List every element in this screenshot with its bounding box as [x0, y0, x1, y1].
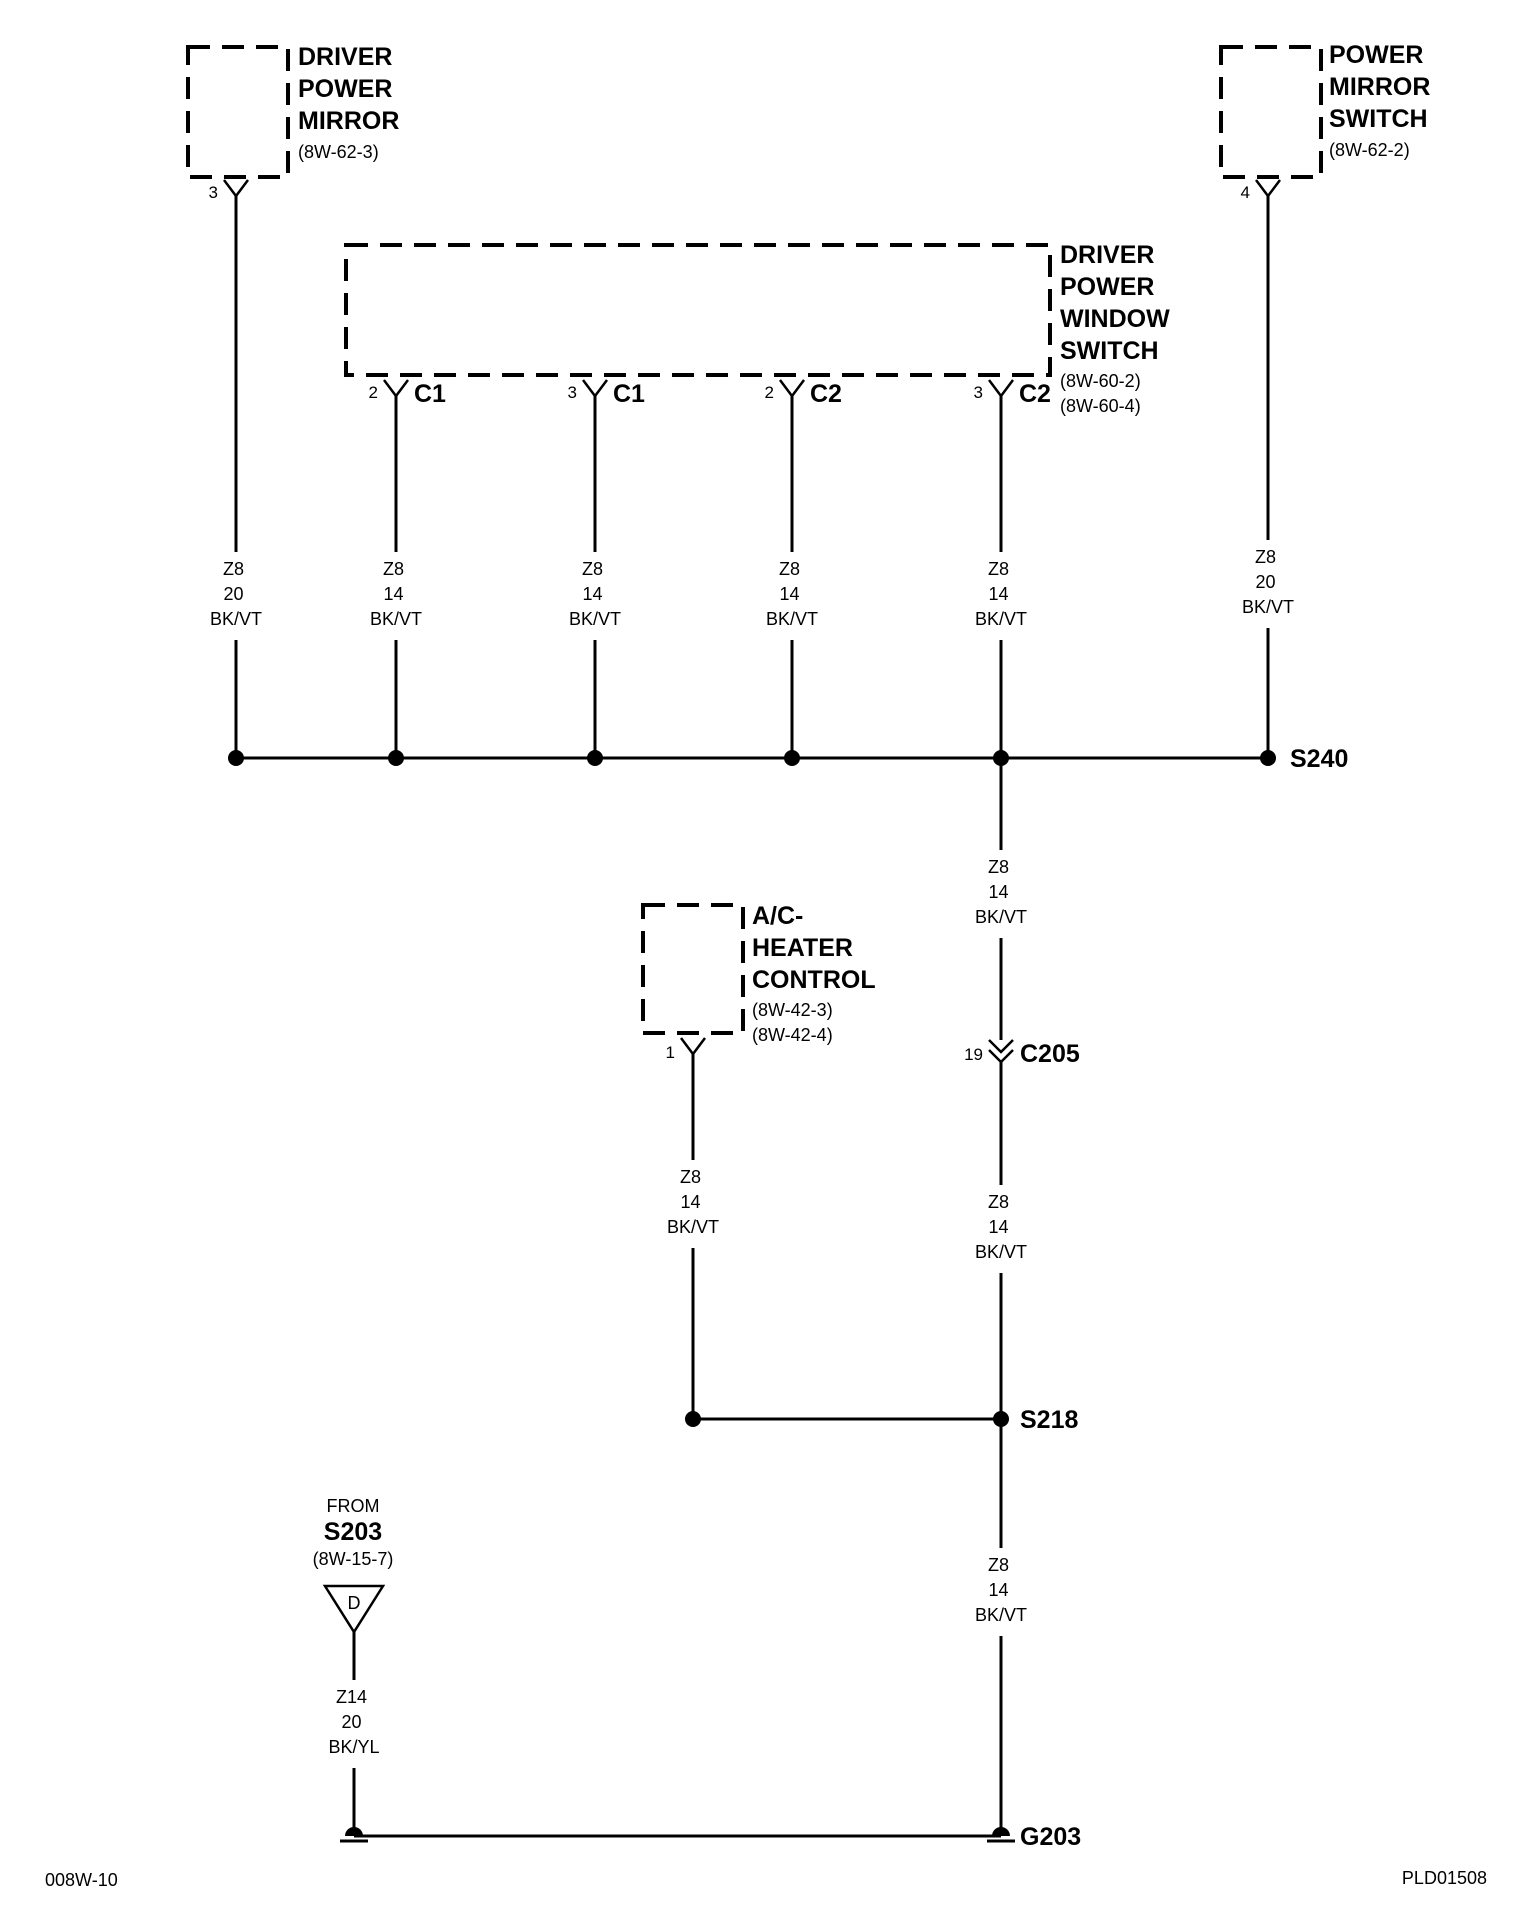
pin-label-mirror-switch: 4	[1241, 183, 1250, 202]
from-label: FROM	[327, 1496, 380, 1516]
connector-label-window-2: C1	[613, 380, 645, 408]
splice-dot-s240	[1260, 750, 1276, 766]
driver-power-mirror-title: DRIVER POWER MIRROR	[298, 43, 399, 135]
wire-label-window-3: Z8 14 BK/VT	[766, 559, 818, 629]
splice-dot-window-1	[388, 750, 404, 766]
terminal-mirror-switch-pin-4	[1255, 179, 1281, 199]
wire-label-s240-c205: Z8 14 BK/VT	[975, 857, 1027, 927]
splice-label-s240: S240	[1290, 745, 1348, 773]
wire-label-s203-feed: Z14 20 BK/YL	[328, 1687, 379, 1757]
pin-label-window-3: 2	[765, 383, 774, 402]
power-mirror-switch-box	[1219, 45, 1323, 179]
pin-label-ac-heater: 1	[666, 1043, 675, 1062]
connector-label-window-3: C2	[810, 380, 842, 408]
driver-power-window-switch-title: DRIVER POWER WINDOW SWITCH	[1060, 241, 1177, 365]
terminal-window-c1-pin-2	[383, 379, 409, 399]
driver-power-window-switch-ref-2: (8W-60-4)	[1060, 396, 1141, 416]
splice-dot-window-3	[784, 750, 800, 766]
footer-left-code: 008W-10	[45, 1870, 118, 1890]
connector-label-window-4: C2	[1019, 380, 1051, 408]
ac-heater-control-ref-1: (8W-42-3)	[752, 1000, 833, 1020]
footer-right-code: PLD01508	[1402, 1868, 1487, 1888]
terminal-driver-mirror-pin-3	[223, 179, 249, 199]
wire-label-s218-g203: Z8 14 BK/VT	[975, 1555, 1027, 1625]
wire-label-c205-s218: Z8 14 BK/VT	[975, 1192, 1027, 1262]
driver-power-window-switch-ref-1: (8W-60-2)	[1060, 371, 1141, 391]
terminal-ac-heater-pin-1	[680, 1037, 706, 1057]
connector-label-window-1: C1	[414, 380, 446, 408]
driver-power-mirror-box	[186, 45, 290, 179]
wire-label-window-1: Z8 14 BK/VT	[370, 559, 422, 629]
wire-label-window-4: Z8 14 BK/VT	[975, 559, 1027, 629]
power-mirror-switch-title: POWER MIRROR SWITCH	[1329, 41, 1437, 133]
pin-label-driver-mirror: 3	[209, 183, 218, 202]
terminal-window-c2-pin-3	[988, 379, 1014, 399]
pin-label-window-4: 3	[974, 383, 983, 402]
pin-label-window-1: 2	[369, 383, 378, 402]
inline-connector-name: C205	[1020, 1040, 1080, 1068]
from-splice-ref: (8W-15-7)	[313, 1549, 394, 1569]
terminal-window-c2-pin-2	[779, 379, 805, 399]
power-mirror-switch-ref: (8W-62-2)	[1329, 140, 1410, 160]
ac-heater-control-ref-2: (8W-42-4)	[752, 1025, 833, 1045]
pin-label-window-2: 3	[568, 383, 577, 402]
inline-connector-c205-symbol	[988, 1039, 1014, 1064]
driver-power-mirror-ref: (8W-62-3)	[298, 142, 379, 162]
splice-dot-window-2	[587, 750, 603, 766]
ac-heater-control-box	[641, 903, 745, 1035]
wire-label-window-2: Z8 14 BK/VT	[569, 559, 621, 629]
from-splice-name: S203	[324, 1518, 382, 1546]
ground-label-g203: G203	[1020, 1823, 1081, 1851]
splice-label-s218: S218	[1020, 1406, 1078, 1434]
wire-label-ac-heater: Z8 14 BK/VT	[667, 1167, 719, 1237]
from-splice-marker: D	[348, 1593, 361, 1613]
from-splice-triangle-icon	[322, 1584, 386, 1635]
wire-label-mirror: Z8 20 BK/VT	[210, 559, 262, 629]
splice-dot-ac-heater	[685, 1411, 701, 1427]
terminal-window-c1-pin-3	[582, 379, 608, 399]
inline-connector-pin: 19	[964, 1045, 983, 1064]
wire-label-mirror-switch: Z8 20 BK/VT	[1242, 547, 1294, 617]
ground-symbol-left-icon	[340, 1827, 368, 1843]
splice-dot-mirror	[228, 750, 244, 766]
driver-power-window-switch-box	[344, 243, 1052, 377]
ground-symbol-g203-icon	[987, 1827, 1015, 1843]
ac-heater-control-title: A/C- HEATER CONTROL	[752, 902, 876, 994]
